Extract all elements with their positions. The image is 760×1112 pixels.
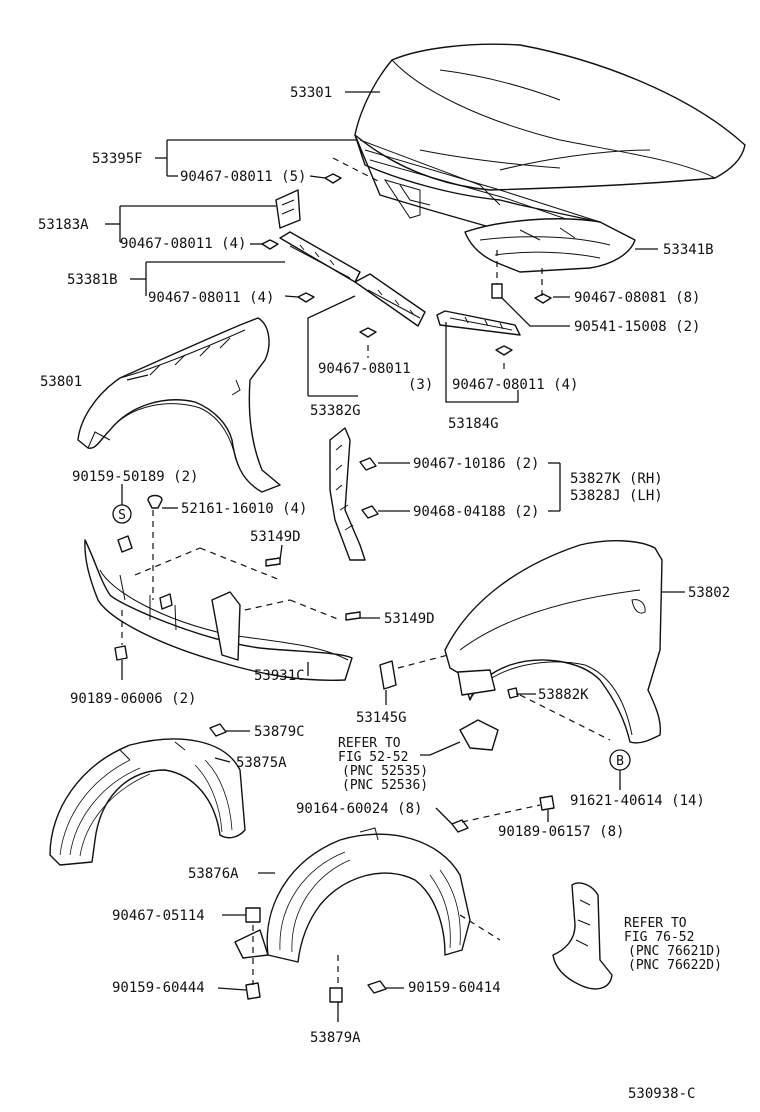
label-90159-60414: 90159-60414 (408, 980, 501, 996)
fender-liner-53875A (49, 738, 246, 866)
label-90467-08011-4b: 90467-08011 (4) (148, 290, 274, 306)
label-53882K: 53882K (538, 687, 589, 703)
hood-bracket-53183A (275, 189, 301, 229)
svg-text:S: S (118, 508, 126, 523)
label-90189-06006-2: 90189-06006 (2) (70, 691, 196, 707)
label-53931C: 53931C (254, 668, 305, 684)
label-90159-60444: 90159-60444 (112, 980, 205, 996)
label-refer-fig-52-52-c: (PNC 52535) (342, 764, 428, 779)
label-90467-10186-2: 90467-10186 (2) (413, 456, 539, 472)
label-refer-fig-76-52-b: FIG 76-52 (624, 930, 694, 945)
leader-lines (105, 91, 685, 1022)
label-91621-40614-14: 91621-40614 (14) (570, 793, 705, 809)
label-53184G: 53184G (448, 416, 499, 432)
label-90467-08011-4a: 90467-08011 (4) (120, 236, 246, 252)
label-refer-fig-76-52-c: (PNC 76621D) (628, 944, 722, 959)
hood-seal-part (359, 139, 501, 206)
label-53876A: 53876A (188, 866, 239, 882)
label-90189-06157-8: 90189-06157 (8) (498, 824, 624, 840)
part-labels: 53301 53395F 90467-08011 (5) 53183A 9046… (38, 85, 730, 1102)
mudflap-part (552, 882, 613, 990)
circle-marker-s: S (112, 504, 132, 524)
label-53145G: 53145G (356, 710, 407, 726)
label-52161-16010-4: 52161-16010 (4) (181, 501, 307, 517)
front-spoiler-53931C (84, 535, 353, 681)
circle-marker-b: B (609, 749, 631, 771)
label-53149D-a: 53149D (250, 529, 301, 545)
fender-53801-part (77, 317, 281, 493)
label-53341B: 53341B (663, 242, 714, 258)
diagram-id: 530938-C (628, 1086, 695, 1102)
label-90467-08081-8: 90467-08081 (8) (574, 290, 700, 306)
label-53381B: 53381B (67, 272, 118, 288)
label-90467-08011-c: 90467-08011 (318, 361, 411, 377)
label-refer-fig-76-52-d: (PNC 76622D) (628, 958, 722, 973)
label-53827K: 53827K (RH) (570, 471, 663, 487)
label-53875A: 53875A (236, 755, 287, 771)
fender-bracket-53827K (329, 427, 366, 561)
fasteners (114, 173, 555, 1003)
label-53149D-b: 53149D (384, 611, 435, 627)
label-90164-60024-8: 90164-60024 (8) (296, 801, 422, 817)
fender-53802-part (444, 540, 663, 744)
svg-text:B: B (616, 754, 624, 769)
label-90467-05114: 90467-05114 (112, 908, 205, 924)
seal-53382G (354, 273, 426, 327)
label-53801: 53801 (40, 374, 82, 390)
label-90468-04188-2: 90468-04188 (2) (413, 504, 539, 520)
seal-53184G (436, 310, 521, 336)
label-53802: 53802 (688, 585, 730, 601)
hood-insulator-part (464, 218, 636, 273)
label-90467-08011-5: 90467-08011 (5) (180, 169, 306, 185)
label-refer-fig-52-52-d: (PNC 52536) (342, 778, 428, 793)
label-53828J: 53828J (LH) (570, 488, 663, 504)
label-qty-3: (3) (408, 377, 433, 393)
label-90467-08011-4c: 90467-08011 (4) (452, 377, 578, 393)
label-53879A: 53879A (310, 1030, 361, 1046)
fender-liner-53876A (234, 827, 471, 963)
label-refer-fig-52-52-a: REFER TO (338, 736, 401, 751)
label-refer-fig-76-52-a: REFER TO (624, 916, 687, 931)
label-refer-fig-52-52-b: FIG 52-52 (338, 750, 408, 765)
seal-53381B (279, 231, 361, 283)
label-53879C: 53879C (254, 724, 305, 740)
label-90159-50189-2: 90159-50189 (2) (72, 469, 198, 485)
label-53301: 53301 (290, 85, 332, 101)
hood-part (354, 43, 746, 246)
label-53395F: 53395F (92, 151, 143, 167)
label-53382G: 53382G (310, 403, 361, 419)
label-53183A: 53183A (38, 217, 89, 233)
label-90541-15008-2: 90541-15008 (2) (574, 319, 700, 335)
